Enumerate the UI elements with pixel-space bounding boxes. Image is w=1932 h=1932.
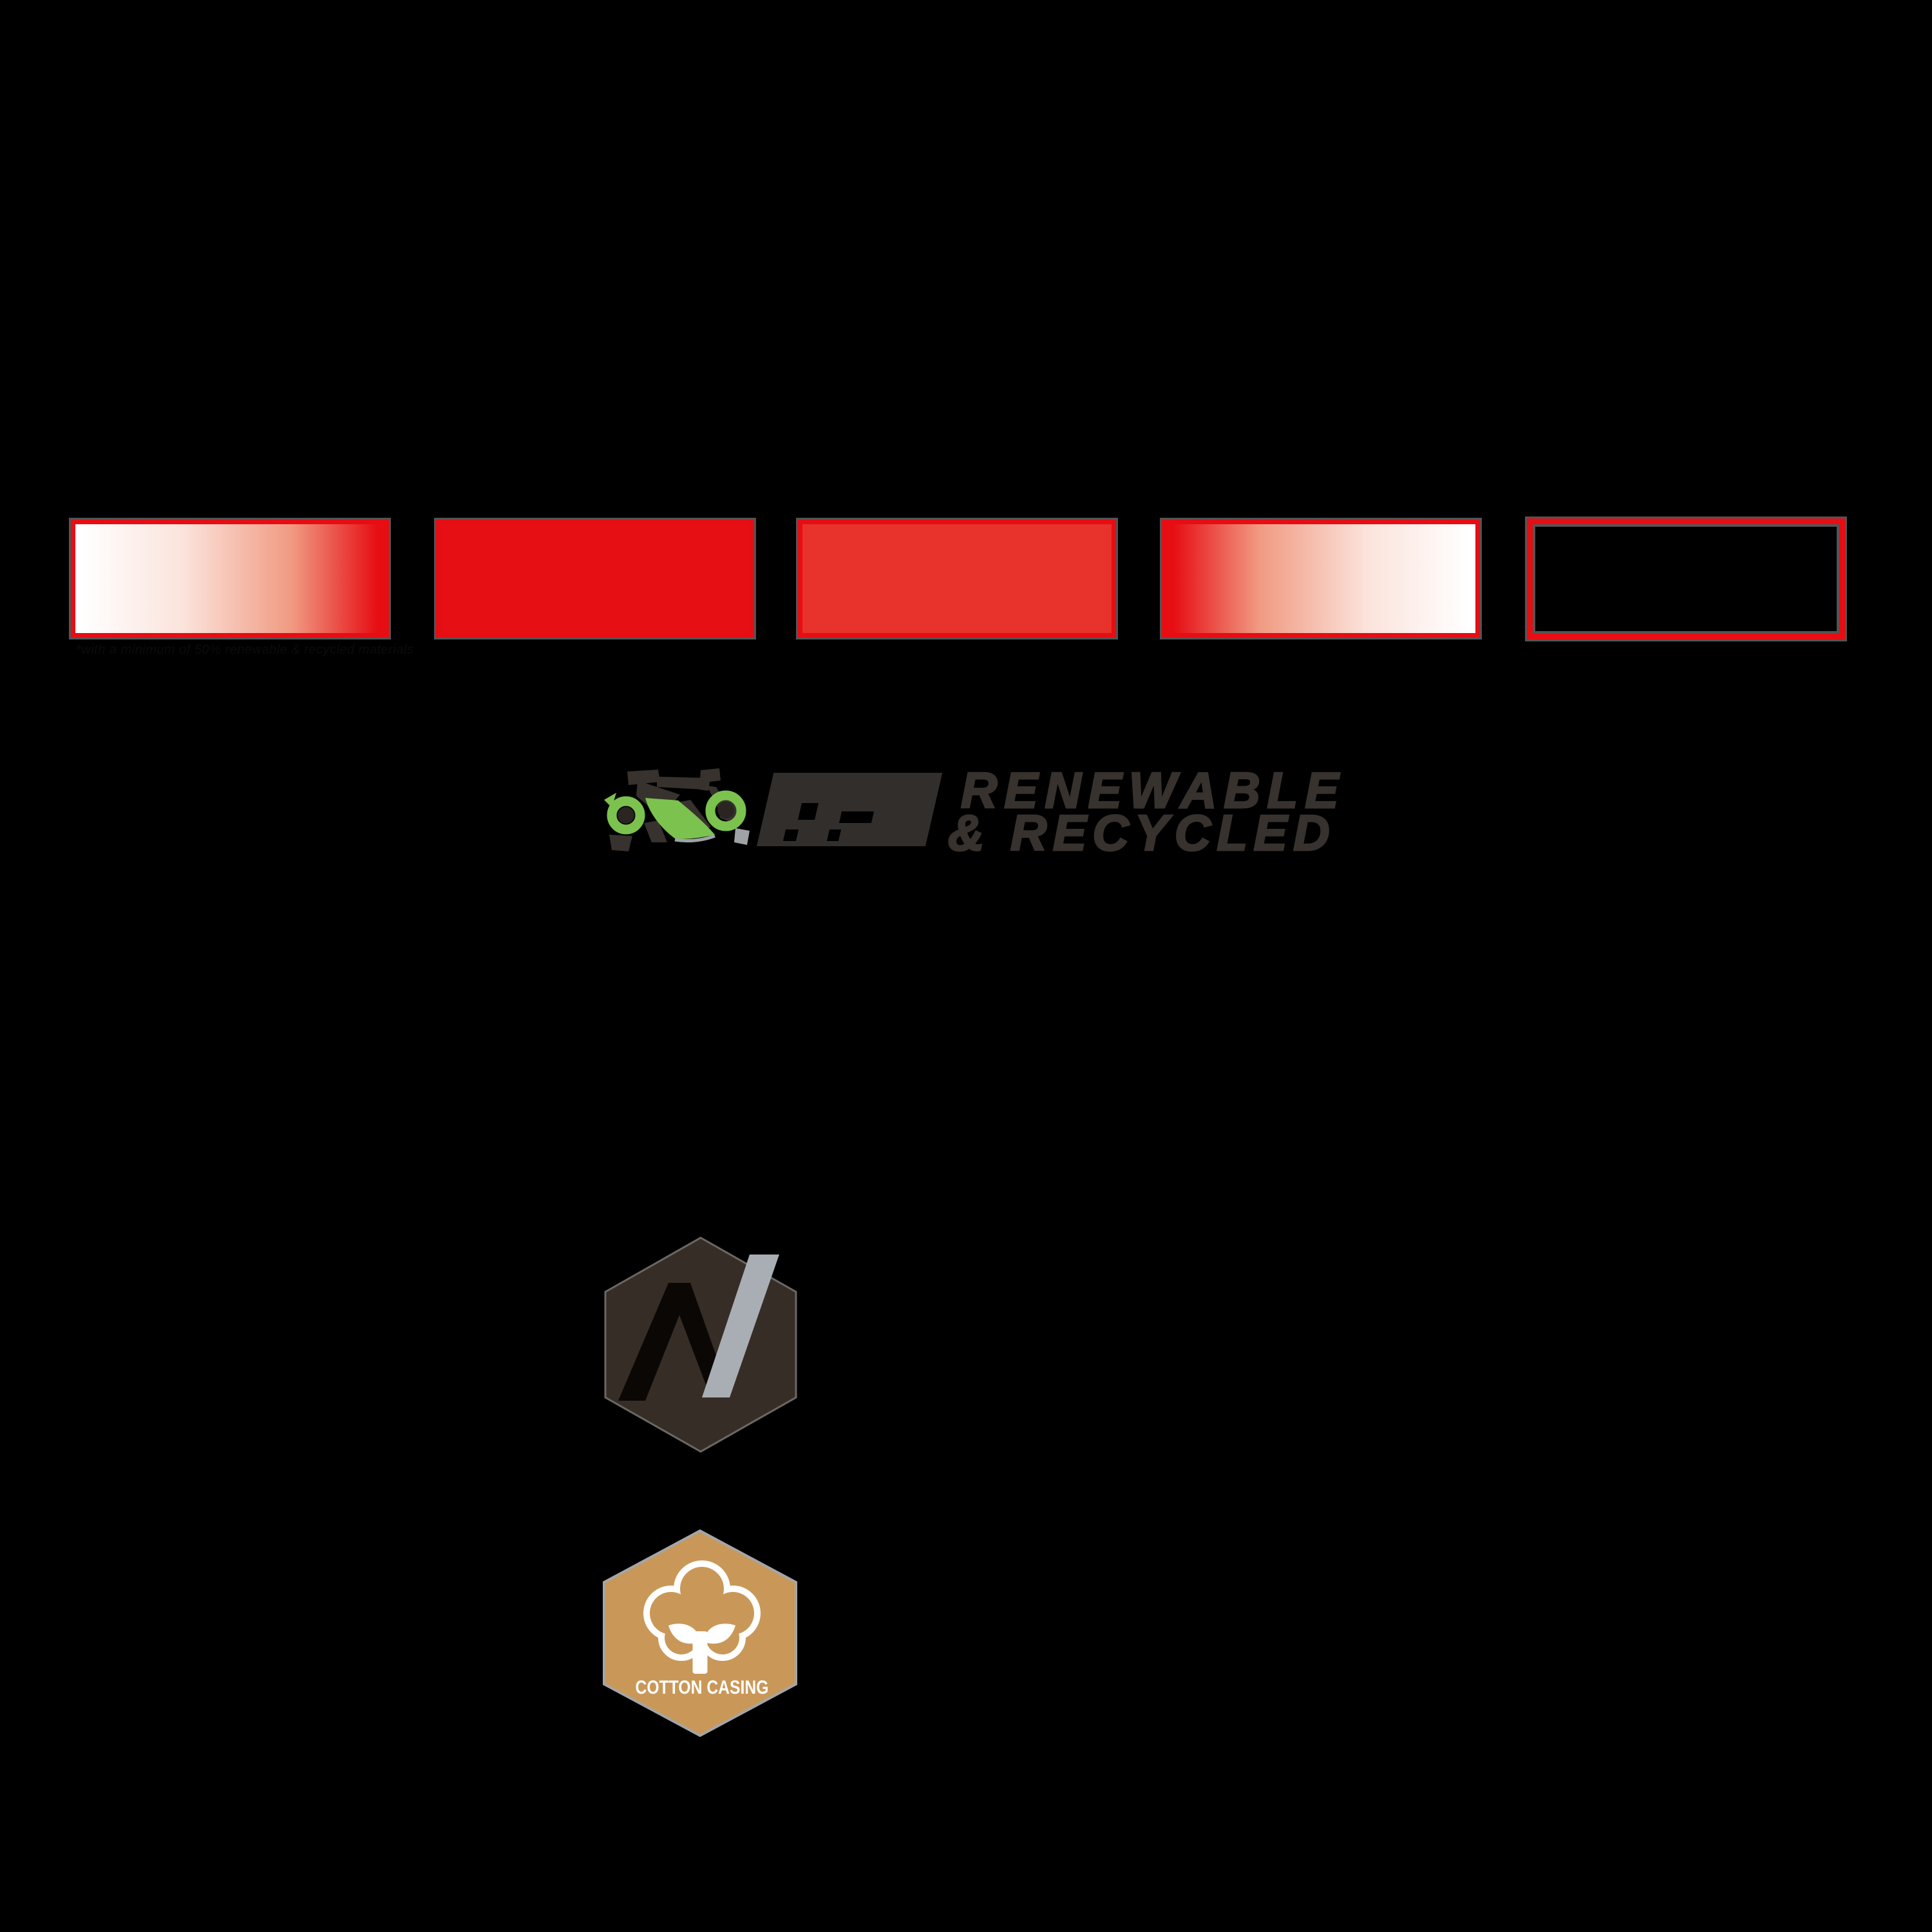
svg-text:COTTON CASING: COTTON CASING bbox=[636, 1677, 769, 1698]
